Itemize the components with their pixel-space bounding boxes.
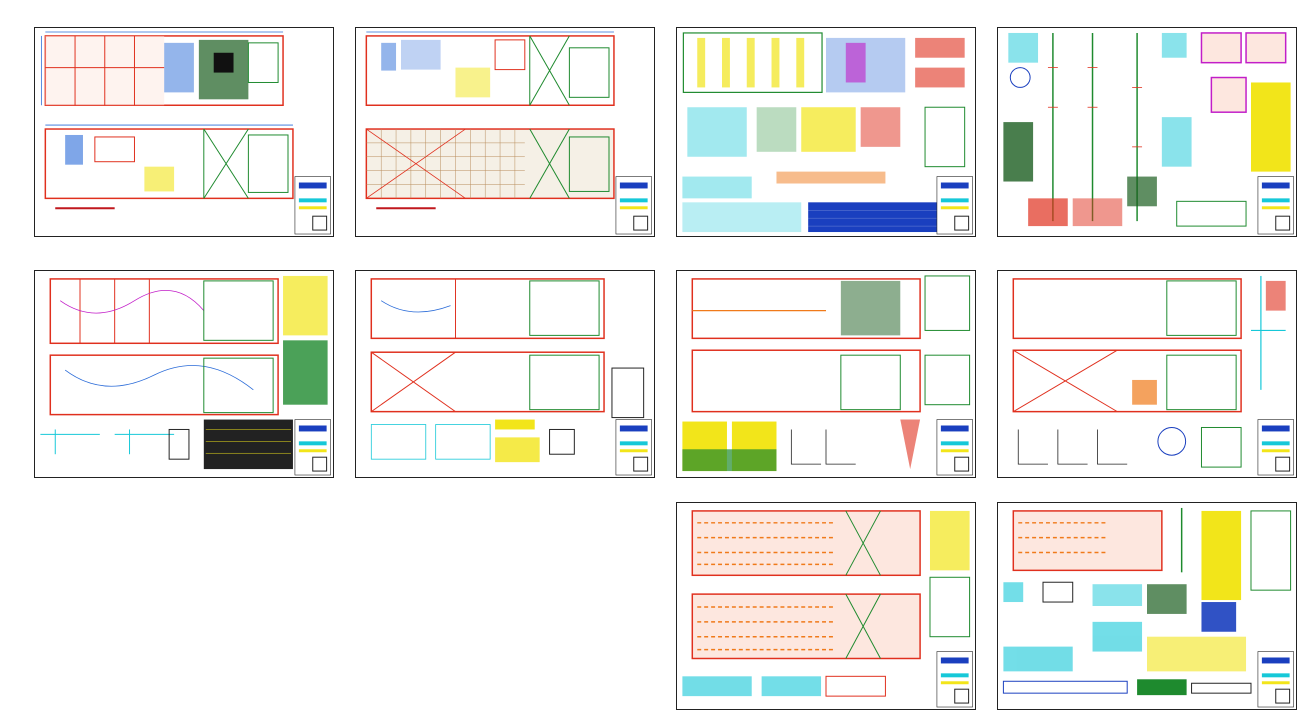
sheet-6-electrical[interactable] — [355, 270, 655, 478]
sheet-2-architecture-plans[interactable] — [355, 27, 655, 237]
sheet-8-drawing — [1012, 275, 1294, 476]
sheet-3-structural-details[interactable] — [676, 27, 976, 237]
sheet-8-sanitary[interactable] — [997, 270, 1297, 478]
sheet-10-drawing — [1002, 507, 1294, 708]
sheet-7-sanitary[interactable] — [676, 270, 976, 478]
sheet-1-architecture-plans[interactable] — [34, 27, 334, 237]
sheet-10-slab-details[interactable] — [997, 502, 1297, 710]
sheet-7-drawing — [682, 275, 973, 476]
sheet-3-drawing — [682, 32, 973, 235]
sheet-9-slab-framing[interactable] — [676, 502, 976, 710]
sheet-5-drawing — [40, 275, 331, 476]
sheet-5-electrical[interactable] — [34, 270, 334, 478]
sheet-4-structural-columns[interactable] — [997, 27, 1297, 237]
sheet-1-drawing — [40, 31, 331, 235]
sheet-9-drawing — [682, 510, 973, 708]
sheet-4-drawing — [1003, 32, 1294, 235]
sheet-2-drawing — [365, 31, 652, 235]
sheet-6-drawing — [370, 278, 652, 476]
